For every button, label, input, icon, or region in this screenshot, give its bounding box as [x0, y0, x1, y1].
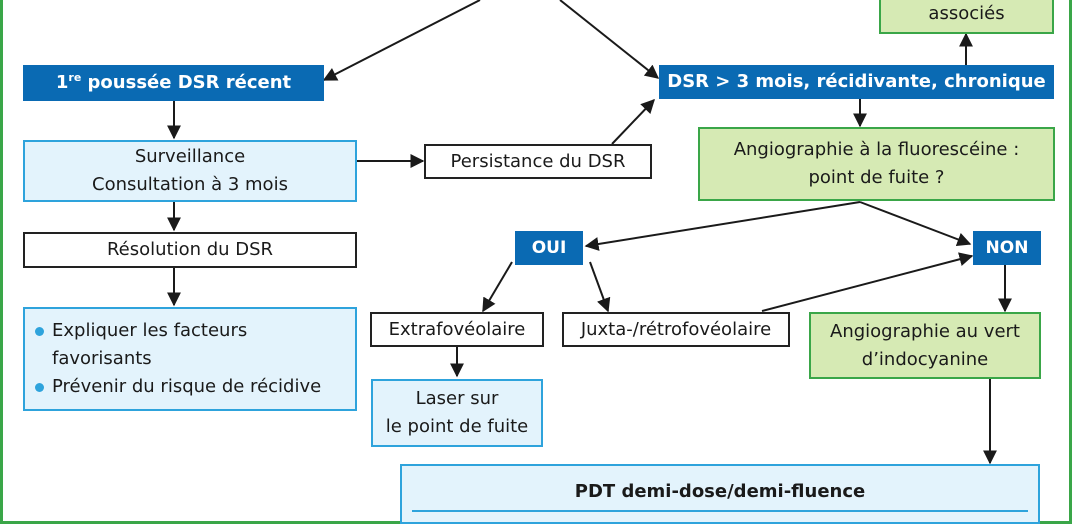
angio-fluo-line-2: point de fuite ?	[808, 167, 945, 188]
laser-line-1: Laser sur	[415, 388, 499, 409]
persistance-box: Persistance du DSR	[424, 144, 652, 179]
resolution-text: Résolution du DSR	[106, 239, 274, 260]
associes-box: associés	[879, 0, 1054, 34]
non-text: NON	[985, 238, 1029, 258]
juxta-box: Juxta-/rétrofovéolaire	[562, 312, 790, 347]
persistance-text: Persistance du DSR	[450, 150, 626, 172]
arrow-oui-to-juxta	[589, 261, 611, 313]
surveillance-box: Surveillance Consultation à 3 mois	[23, 140, 357, 202]
non-tag: NON	[973, 231, 1041, 265]
chronic-box: DSR > 3 mois, récidivante, chronique	[659, 65, 1054, 99]
bullet-icon	[35, 383, 44, 392]
first-push-text: 1re poussée DSR récent	[55, 71, 292, 93]
pdt-title: PDT demi-dose/demi-fluence	[574, 481, 866, 502]
juxta-text: Juxta-/rétrofovéolaire	[580, 318, 772, 340]
surveillance-line-2: Consultation à 3 mois	[92, 174, 288, 195]
arrow-persistance-to-chronic	[611, 98, 655, 145]
advice-item-2: Prévenir du risque de récidive	[35, 373, 321, 401]
oui-text: OUI	[531, 238, 567, 258]
oui-tag: OUI	[515, 231, 583, 265]
extrafoveolaire-text: Extrafovéolaire	[388, 318, 526, 340]
surveillance-line-1: Surveillance	[134, 146, 246, 167]
angio-fluo-line-1: Angiographie à la fluorescéine :	[733, 139, 1020, 160]
chronic-text: DSR > 3 mois, récidivante, chronique	[667, 71, 1046, 92]
arrow-angio-to-oui	[584, 201, 861, 251]
laser-line-2: le point de fuite	[385, 416, 529, 437]
pdt-box: PDT demi-dose/demi-fluence	[400, 464, 1040, 524]
arrow-top-to-first-push	[322, 0, 481, 81]
angio-fluo-box: Angiographie à la fluorescéine : point d…	[698, 127, 1055, 201]
pdt-divider	[412, 510, 1028, 512]
extrafoveolaire-box: Extrafovéolaire	[370, 312, 544, 347]
laser-box: Laser sur le point de fuite	[371, 379, 543, 447]
angio-icg-line-1: Angiographie au vert	[830, 320, 1020, 342]
bullet-icon	[35, 327, 44, 336]
arrow-juxta-to-non	[761, 252, 974, 312]
arrow-angio-to-non	[859, 201, 972, 247]
first-push-box: 1re poussée DSR récent	[23, 65, 324, 101]
resolution-box: Résolution du DSR	[23, 232, 357, 268]
angio-icg-line-2: d’indocyanine	[861, 348, 989, 370]
associes-text: associés	[928, 3, 1005, 24]
arrow-top-to-chronic	[559, 0, 660, 79]
angio-icg-box: Angiographie au vert d’indocyanine	[809, 312, 1041, 379]
arrow-oui-to-extra	[482, 261, 513, 313]
